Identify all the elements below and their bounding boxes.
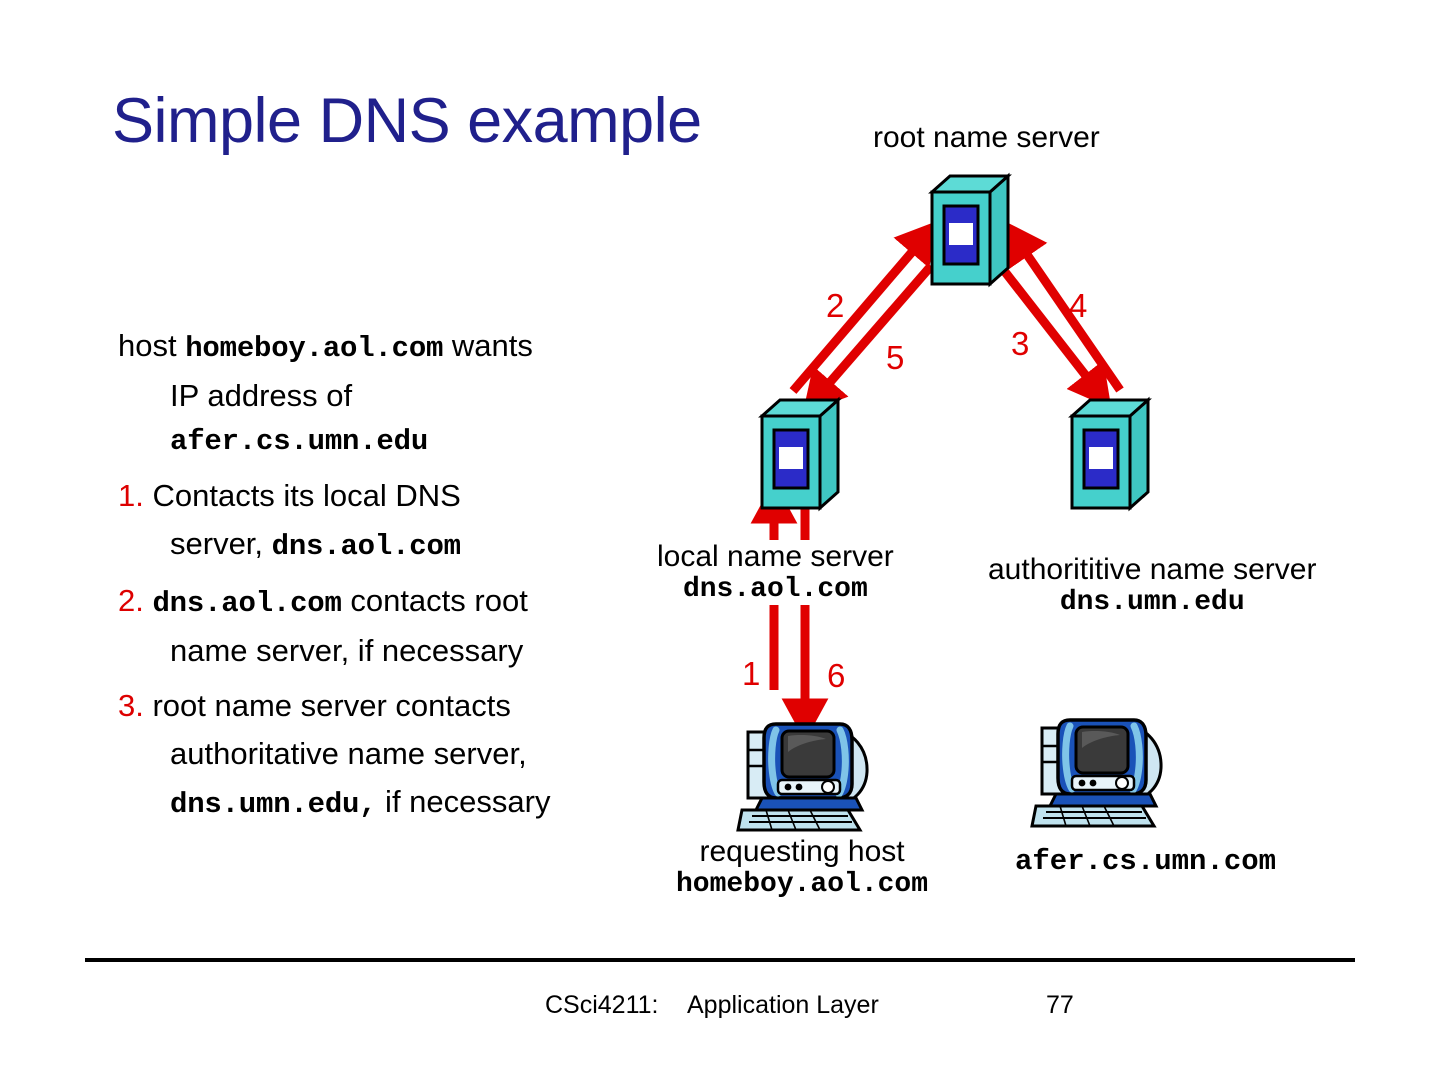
step-number-5: 5: [886, 339, 905, 376]
step-3-line3-tail: if necessary: [376, 783, 551, 819]
footer-page-number: 77: [1046, 991, 1074, 1019]
requesting-host-hostname: homeboy.aol.com: [676, 868, 929, 900]
authoritative-name-server-hostname: dns.umn.edu: [1059, 586, 1245, 618]
step-3-line3: dns.umn.edu, if necessary: [118, 778, 718, 828]
step-2-text: contacts root: [341, 582, 528, 618]
root-name-server-icon: [930, 174, 1010, 286]
intro-host-name: homeboy.aol.com: [185, 332, 444, 365]
intro-lead: host: [118, 328, 186, 363]
step-2-line2: name server, if necessary: [170, 632, 524, 668]
intro-paragraph: host homeboy.aol.com wants IP address of…: [118, 322, 718, 465]
local-name-server-icon: [760, 398, 840, 510]
footer-divider: [85, 958, 1355, 962]
step-number-6: 6: [827, 657, 846, 694]
step-3-number: 3.: [118, 687, 144, 723]
intro-trail: wants: [443, 328, 533, 363]
body-text-column: host homeboy.aol.com wants IP address of…: [118, 322, 718, 835]
step-1-line2: server, dns.aol.com: [118, 520, 718, 570]
authoritative-name-server-title: authorititive name server: [988, 553, 1317, 586]
step-3-line2: authoritative name server,: [170, 735, 527, 771]
requesting-host-label: requesting host homeboy.aol.com: [676, 835, 928, 900]
intro-target-name: afer.cs.umn.edu: [170, 424, 429, 458]
step-3-text: root name server contacts: [143, 687, 511, 723]
local-name-server-label: local name server dns.aol.com: [655, 540, 896, 605]
footer-course: CSci4211:: [545, 991, 659, 1019]
root-name-server-label: root name server: [873, 121, 1100, 154]
page-title: Simple DNS example: [112, 86, 702, 156]
step-1-dns-name: dns.aol.com: [271, 529, 461, 563]
target-host-pc-icon: [1032, 720, 1161, 826]
target-host-label: afer.cs.umn.com: [1015, 845, 1277, 878]
local-name-server-title: local name server: [657, 540, 894, 573]
authoritative-name-server-icon: [1070, 398, 1150, 510]
step-3-paragraph: 3. root name server contacts authoritati…: [118, 682, 718, 828]
authoritative-name-server-label: authorititive name server dns.umn.edu: [988, 553, 1316, 618]
step-1-line2-lead: server,: [170, 525, 272, 561]
requesting-host-pc-icon: [738, 724, 867, 830]
step-number-1: 1: [742, 655, 761, 692]
step-2-number: 2.: [118, 582, 144, 618]
intro-line2: IP address of: [170, 377, 353, 413]
step-1-text: Contacts its local DNS: [143, 477, 461, 513]
requesting-host-title: requesting host: [699, 835, 905, 868]
step-1-number: 1.: [118, 477, 144, 513]
step-number-3: 3: [1011, 325, 1030, 362]
step-number-2: 2: [826, 287, 845, 324]
step-3-dns-name: dns.umn.edu,: [170, 787, 377, 821]
footer-topic: Application Layer: [687, 991, 879, 1019]
local-name-server-hostname: dns.aol.com: [682, 573, 868, 605]
step-1-paragraph: 1. Contacts its local DNS server, dns.ao…: [118, 472, 718, 570]
step-number-4: 4: [1069, 287, 1088, 324]
step-2-dns-name: dns.aol.com: [152, 586, 342, 620]
step-2-paragraph: 2. dns.aol.com contacts root name server…: [118, 577, 718, 675]
